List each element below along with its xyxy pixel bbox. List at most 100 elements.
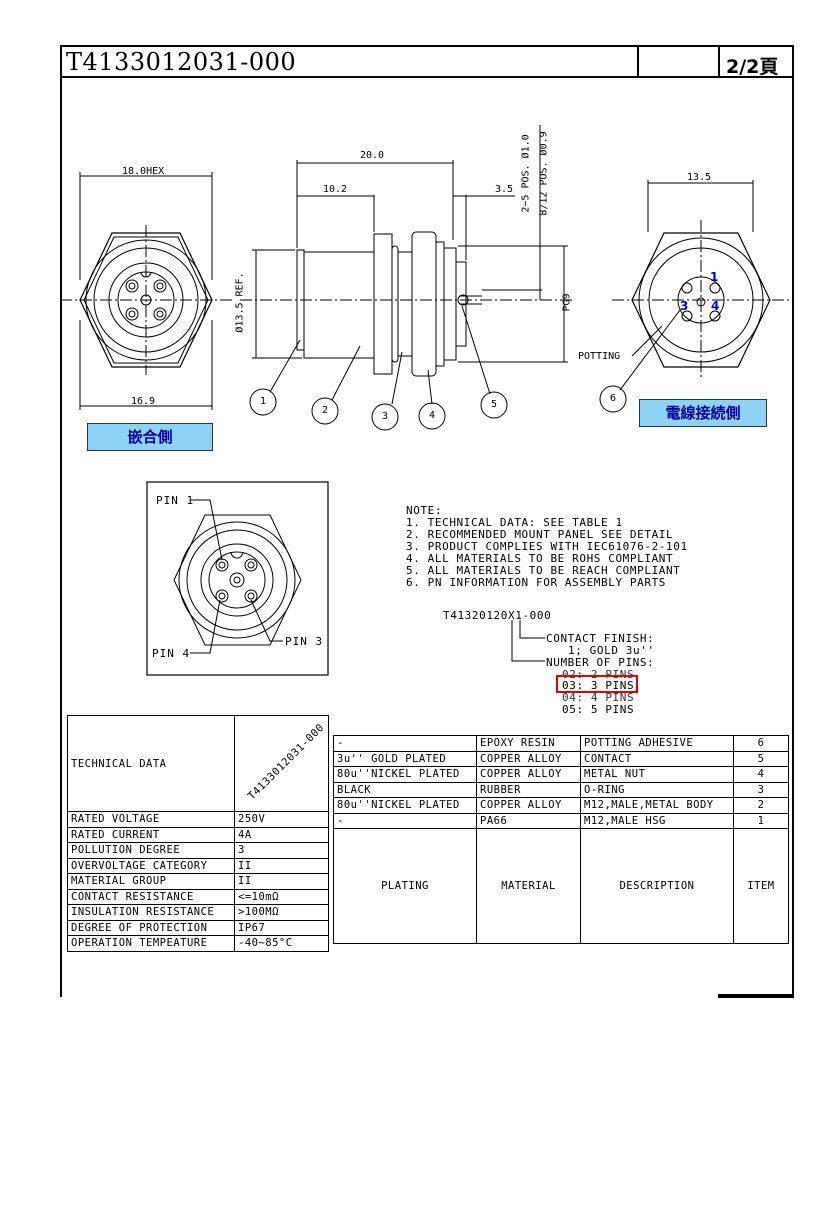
bom-plating: 80u''NICKEL PLATED [333, 766, 477, 783]
bom-description: O-RING [580, 781, 734, 798]
potting-label: POTTING [578, 351, 621, 362]
bom-item: 2 [733, 797, 789, 814]
tech-label: OVERVOLTAGE CATEGORY [67, 857, 235, 874]
callout-5: 5 [491, 399, 498, 410]
rear-view-drawing [599, 180, 792, 413]
bom-item: 4 [733, 766, 789, 783]
pin-number-1: 1 [710, 270, 719, 284]
drawing-frame [60, 45, 794, 997]
bom-material: PA66 [476, 812, 581, 829]
tech-label: RATED CURRENT [67, 826, 235, 843]
tech-value: >100MΩ [234, 904, 329, 921]
selected-option-highlight [556, 675, 638, 693]
tech-value: <=10mΩ [234, 888, 329, 905]
table-row: INSULATION RESISTANCE>100MΩ [67, 904, 329, 921]
frame-bottom-mark [718, 994, 794, 998]
note-line: NOTE: [406, 504, 443, 517]
callout-3: 3 [382, 411, 389, 422]
cable-side-label: 電線接続側 [639, 399, 767, 427]
bom-description: M12,MALE HSG [580, 812, 734, 829]
mating-side-label: 嵌合側 [87, 423, 213, 451]
bom-plating: BLACK [333, 781, 477, 798]
page-indicator: 2/2頁 [726, 56, 779, 78]
bom-material: RUBBER [476, 781, 581, 798]
tech-label: POLLUTION DEGREE [67, 842, 235, 859]
callout-6: 6 [610, 393, 617, 404]
bom-item: 1 [733, 812, 789, 829]
tech-value: 3 [234, 842, 329, 859]
bom-item: 5 [733, 750, 789, 767]
technical-data-table: TECHNICAL DATA T4133012031-000 RATED VOL… [67, 715, 329, 952]
bom-item: 6 [733, 735, 789, 752]
bom-header-plating: PLATING [333, 828, 477, 944]
callout-4: 4 [429, 410, 436, 421]
pn-pin-option: 02: 2 PINS [562, 668, 635, 681]
pn-leader-lines [511, 620, 545, 662]
pn-pin-option: 05: 5 PINS [562, 703, 635, 716]
note-line: 6. PN INFORMATION FOR ASSEMBLY PARTS [406, 576, 667, 589]
bom-description: M12,MALE,METAL BODY [580, 797, 734, 814]
pin-1-label: PIN 1 [156, 494, 195, 507]
note-line: 5. ALL MATERIALS TO BE REACH COMPLIANT [406, 564, 681, 577]
pin-number-3: 3 [680, 299, 689, 313]
dimension-length-13-5: 13.5 [687, 172, 712, 183]
tech-value: -40~85°C [234, 935, 329, 952]
table-row: OPERATION TEMPEATURE-40~85°C [67, 935, 329, 952]
dimension-diameter: Ø13.5 REF. [234, 272, 246, 333]
title-bar [60, 45, 794, 78]
table-row: CONTACT RESISTANCE<=10mΩ [67, 888, 329, 905]
bom-plating: - [333, 812, 477, 829]
callout-1: 1 [260, 396, 267, 407]
bom-material: COPPER ALLOY [476, 766, 581, 783]
pin-3-label: PIN 3 [285, 635, 324, 648]
tech-value: 4A [234, 826, 329, 843]
bom-material: EPOXY RESIN [476, 735, 581, 752]
note-line: 1. TECHNICAL DATA: SEE TABLE 1 [406, 516, 623, 529]
note-line: 3. PRODUCT COMPLIES WITH IEC61076-2-101 [406, 540, 688, 553]
bom-plating: - [333, 735, 477, 752]
pn-pin-option: 04: 4 PINS [562, 691, 635, 704]
pn-pattern: T41320120X1-000 [443, 609, 552, 622]
title-divider [718, 45, 720, 78]
side-view-drawing [240, 125, 575, 431]
tech-label: MATERIAL GROUP [67, 873, 235, 890]
tech-label: CONTACT RESISTANCE [67, 888, 235, 905]
tech-label: RATED VOLTAGE [67, 811, 235, 828]
tech-value: II [234, 857, 329, 874]
bom-header-item: ITEM [733, 828, 789, 944]
callout-2: 2 [322, 405, 329, 416]
tech-label: OPERATION TEMPEATURE [67, 935, 235, 952]
dimension-width: 16.9 [131, 396, 156, 407]
dimension-length-3-5: 3.5 [495, 184, 514, 195]
bom-material: COPPER ALLOY [476, 797, 581, 814]
bom-plating: 80u''NICKEL PLATED [333, 797, 477, 814]
title-divider [637, 45, 639, 78]
bom-item: 3 [733, 781, 789, 798]
dimension-hex: 18.0HEX [122, 166, 165, 177]
bom-header-description: DESCRIPTION [580, 828, 734, 944]
tech-value: II [234, 873, 329, 890]
pn-contact-finish: CONTACT FINISH: [546, 632, 655, 645]
dimension-length-20: 20.0 [360, 150, 385, 161]
pn-finish-option: 1; GOLD 3u'' [568, 644, 655, 657]
note-line: 4. ALL MATERIALS TO BE ROHS COMPLIANT [406, 552, 674, 565]
bom-header-material: MATERIAL [476, 828, 581, 944]
bom-material: COPPER ALLOY [476, 750, 581, 767]
bom-description: POTTING ADHESIVE [580, 735, 734, 752]
dimension-pos-8-12: 8/12 POS. Ø0.9 [538, 131, 550, 216]
tech-value: IP67 [234, 919, 329, 936]
table-header-row: PLATING MATERIAL DESCRIPTION ITEM [333, 828, 789, 944]
pin-detail-drawing [146, 481, 329, 676]
